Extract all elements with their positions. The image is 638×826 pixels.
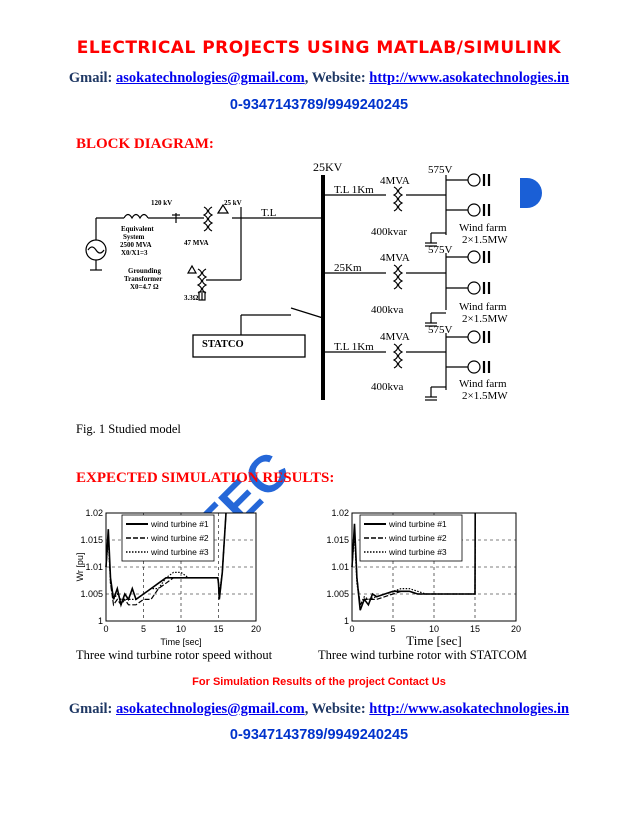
label-4mva-3: 4MVA — [380, 331, 410, 343]
label-400kva-2: 400kva — [371, 381, 404, 393]
y-tick-label: 1.01 — [85, 562, 103, 572]
contact-note: For Simulation Results of the project Co… — [192, 676, 446, 688]
series-line-2 — [105, 512, 227, 607]
series-line-1 — [105, 512, 227, 608]
label-25kv: 25KV — [313, 160, 343, 174]
x-tick-label: 15 — [470, 624, 480, 634]
logo-fragment — [520, 178, 542, 208]
x-tick-label: 20 — [511, 624, 521, 634]
label-3-3-ohm: 3.3Ω — [184, 294, 199, 302]
website-label: , Website: — [304, 70, 370, 86]
statcom-box — [192, 334, 306, 358]
label-statcom: STATCO — [202, 339, 244, 350]
label-grounding: Grounding — [128, 267, 161, 275]
label-25km: 25Km — [334, 262, 362, 274]
legend-label: wind turbine #1 — [150, 519, 209, 529]
label-wind-farm-3: Wind farm — [459, 378, 507, 390]
label-25kv-small: 25 kV — [224, 199, 242, 207]
label-wind-farm-3-rating: 2×1.5MW — [462, 390, 508, 402]
footer-phone-number: 0-9347143789/9949240245 — [229, 727, 409, 743]
caption-without-statcom: Three wind turbine rotor speed without — [76, 648, 273, 662]
x-tick-label: 0 — [103, 624, 108, 634]
label-equivalent: Equivalent — [121, 225, 154, 233]
figure-caption: Fig. 1 Studied model — [76, 422, 181, 436]
label-x0-ohm: X0=4.7 Ω — [130, 283, 159, 291]
y-tick-label: 1.015 — [326, 535, 349, 545]
wind-farm-3 — [446, 330, 481, 374]
gmail-label: Gmail: — [68, 70, 117, 86]
footer-website-label: , Website: — [304, 701, 370, 717]
label-575v-3: 575V — [428, 324, 453, 336]
label-tl: T.L — [261, 207, 277, 219]
footer-website-link[interactable]: http://www.asokatechnologies.in — [369, 701, 570, 717]
x-tick-label: 20 — [251, 624, 261, 634]
legend-label: wind turbine #3 — [388, 547, 447, 557]
y-tick-label: 1.02 — [331, 508, 349, 518]
block-diagram: 25KV 575V 575V 575V 4MVA 4MVA 4MVA T.L 1… — [85, 160, 508, 402]
chart-with-statcom: 0 5 10 15 20 1 1.005 1.01 1.015 1.02 wind turbine … — [326, 508, 521, 647]
y-tick-label: 1.005 — [80, 589, 103, 599]
caption-with-statcom: Three wind turbine rotor with STATCOM — [318, 648, 528, 662]
chart-without-statcom: 0 5 10 15 20 1 1.005 1.01 1.015 1.02 wind turbine … — [75, 508, 261, 647]
footer-gmail-label: Gmail: — [68, 701, 117, 717]
label-120kv: 120 kV — [151, 199, 172, 207]
block-diagram-heading: BLOCK DIAGRAM: — [76, 136, 214, 152]
label-4mva-1: 4MVA — [380, 175, 410, 187]
label-wind-farm-1-rating: 2×1.5MW — [462, 234, 508, 246]
y-tick-label: 1.01 — [331, 562, 349, 572]
label-system: System — [123, 233, 145, 241]
equivalent-impedance — [123, 213, 149, 220]
label-tl-1km-2: T.L 1Km — [334, 341, 374, 353]
email-link[interactable]: asokatechnologies@gmail.com — [116, 70, 305, 86]
wind-farm-1 — [446, 173, 481, 217]
label-x0x1: X0/X1=3 — [121, 249, 148, 257]
y-tick-label: 1.005 — [326, 589, 349, 599]
contact-line-bottom: Gmail: asokatechnologies@gmail.com, Webs… — [0, 701, 638, 718]
x-tick-label: 5 — [390, 624, 395, 634]
x-axis-label: Time [sec] — [160, 637, 201, 647]
y-tick-label: 1.015 — [80, 535, 103, 545]
label-wind-farm-2-rating: 2×1.5MW — [462, 313, 508, 325]
wind-farm-2 — [446, 250, 481, 295]
x-tick-label: 15 — [213, 624, 223, 634]
feeder-transformer-3 — [392, 343, 404, 369]
label-2500mva: 2500 MVA — [120, 241, 152, 249]
legend-label: wind turbine #2 — [388, 533, 447, 543]
label-400kvar: 400kvar — [371, 226, 407, 238]
results-heading: EXPECTED SIMULATION RESULTS: — [76, 470, 335, 486]
x-tick-label: 5 — [141, 624, 146, 634]
legend-label: wind turbine #3 — [150, 547, 209, 557]
label-400kva-1: 400kva — [371, 304, 404, 316]
contact-line-top: Gmail: asokatechnologies@gmail.com, Webs… — [0, 70, 638, 87]
series-line-3 — [105, 512, 227, 601]
legend-box — [359, 514, 463, 562]
label-tl-1km-1: T.L 1Km — [334, 184, 374, 196]
x-axis-label: Time [sec] — [406, 633, 462, 647]
label-wind-farm-2: Wind farm — [459, 301, 507, 313]
y-tick-label: 1.02 — [85, 508, 103, 518]
legend-label: wind turbine #1 — [388, 519, 447, 529]
y-axis-label: Wr [pu] — [75, 553, 85, 582]
label-wind-farm-1: Wind farm — [459, 222, 507, 234]
label-4mva-2: 4MVA — [380, 252, 410, 264]
feeder-transformer-1 — [392, 186, 404, 212]
website-link[interactable]: http://www.asokatechnologies.in — [369, 70, 570, 86]
series-line-3 — [351, 512, 476, 607]
legend-label: wind turbine #2 — [150, 533, 209, 543]
phone-number: 0-9347143789/9949240245 — [229, 97, 409, 113]
x-tick-label: 0 — [349, 624, 354, 634]
y-tick-label: 1 — [98, 616, 103, 626]
x-tick-label: 10 — [176, 624, 186, 634]
label-47mva: 47 MVA — [184, 239, 209, 247]
label-transformer: Transformer — [124, 275, 162, 283]
footer-email-link[interactable]: asokatechnologies@gmail.com — [116, 701, 305, 717]
page-title: ELECTRICAL PROJECTS USING MATLAB/SIMULIN… — [76, 38, 562, 58]
label-575v-1: 575V — [428, 164, 453, 176]
x-tick-label: 10 — [429, 624, 439, 634]
label-575v-2: 575V — [428, 244, 453, 256]
y-tick-label: 1 — [344, 616, 349, 626]
feeder-transformer-2 — [392, 264, 404, 290]
